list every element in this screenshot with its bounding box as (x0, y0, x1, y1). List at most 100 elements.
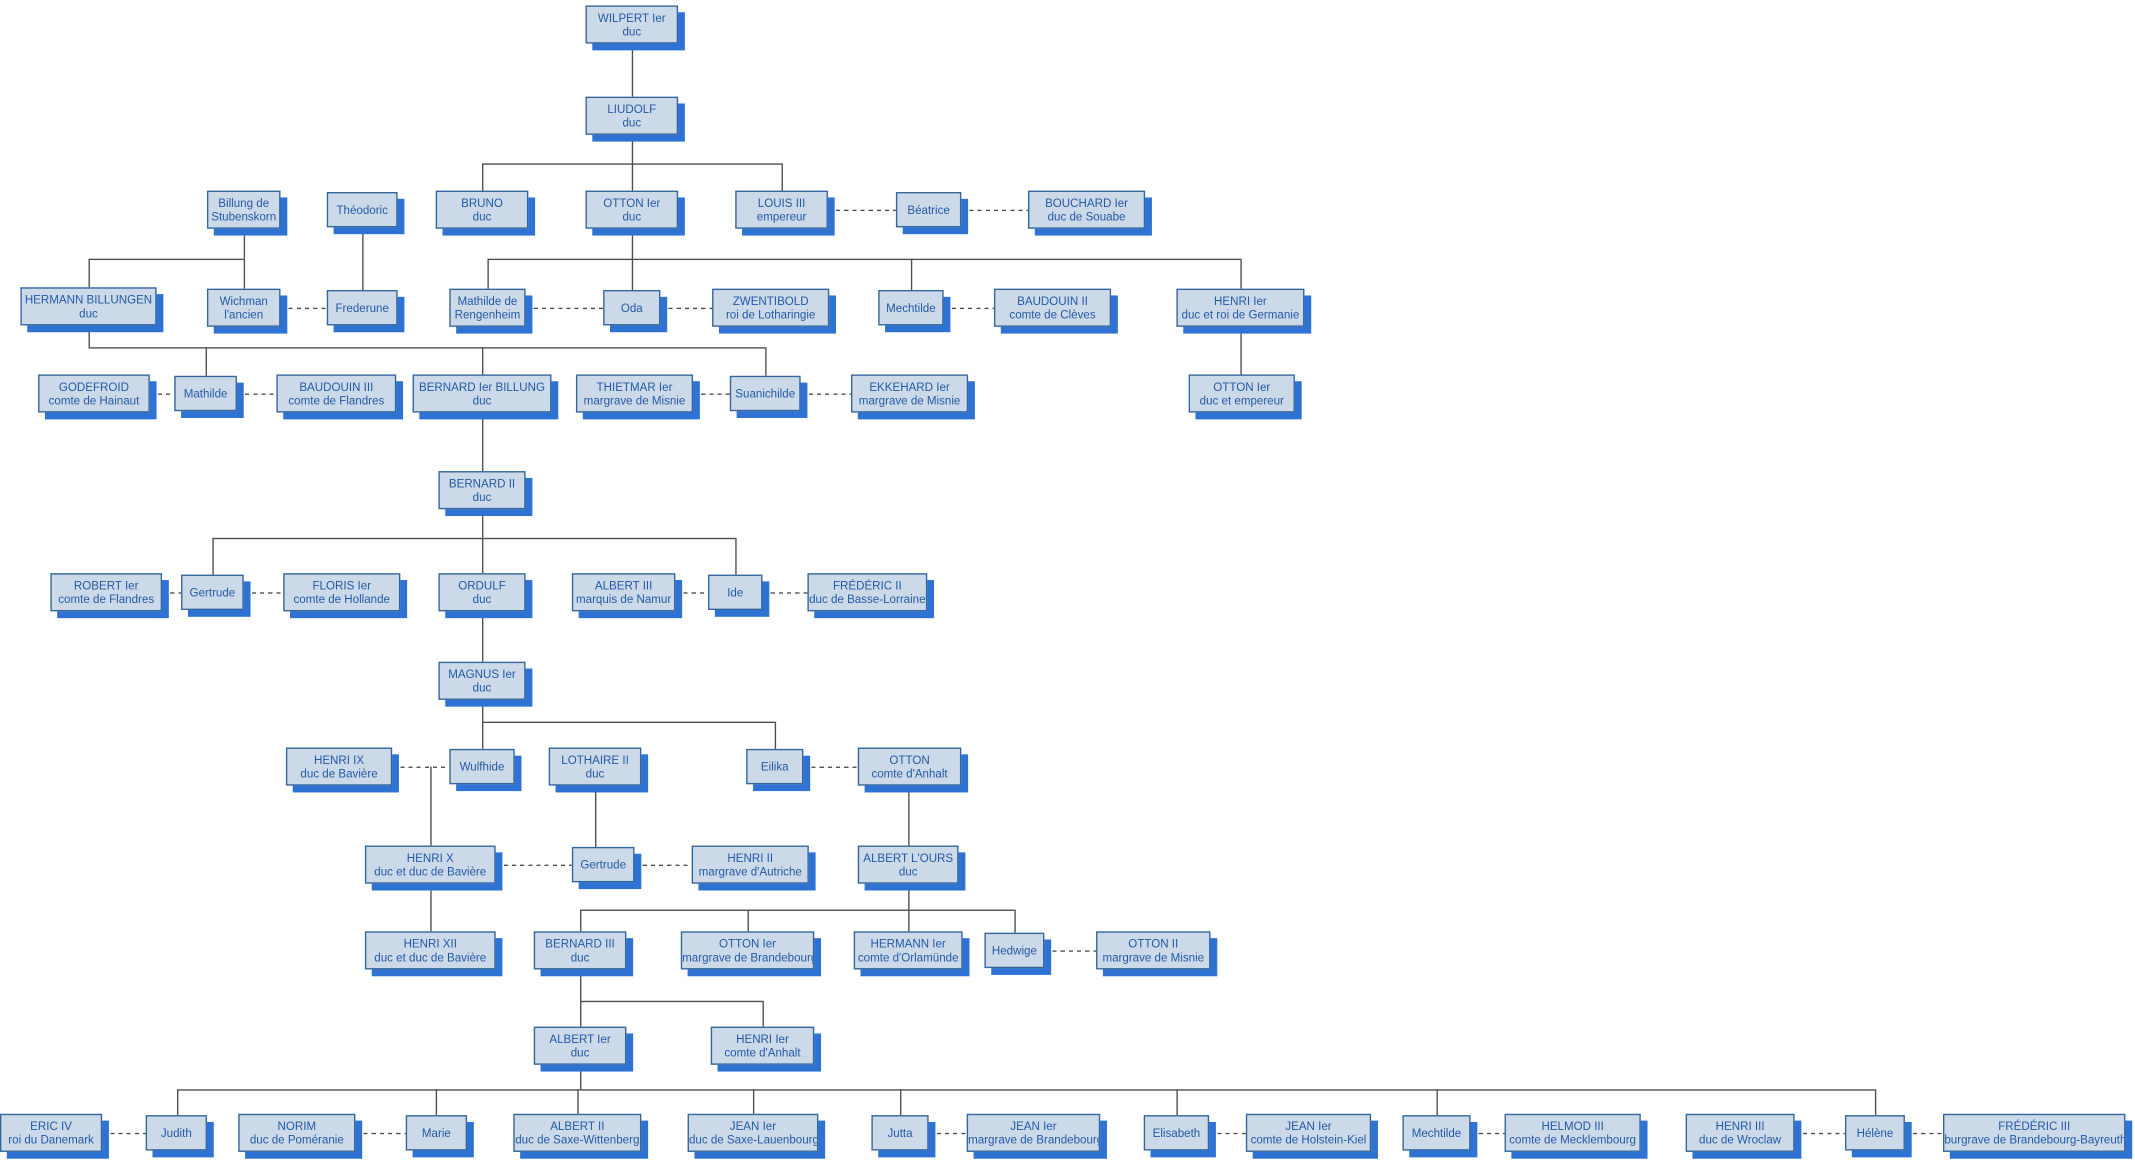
person-theodoric[interactable]: Théodoric (326, 191, 398, 228)
person-jutta[interactable]: Jutta (871, 1115, 929, 1151)
descent-line (580, 909, 1015, 911)
descent-line (482, 509, 484, 538)
person-title: duc et empereur (1199, 393, 1284, 408)
person-name: LIUDOLF (607, 102, 657, 116)
descent-line (482, 611, 484, 662)
person-title: comte de Hollande (293, 592, 391, 606)
person-title: margrave d'Autriche (698, 864, 802, 879)
person-judith[interactable]: Judith (145, 1115, 207, 1151)
person-hedwige[interactable]: Hedwige (984, 932, 1045, 969)
person-ide[interactable]: Ide (708, 574, 763, 610)
person-helene[interactable]: Hélène (1844, 1115, 1905, 1151)
person-title: burgrave de Brandebourg-Bayreuth (1944, 1132, 2126, 1147)
person-name: Suanichilde (735, 386, 796, 401)
person-beatrice[interactable]: Béatrice (895, 191, 962, 228)
person-name: OTTON II (1128, 936, 1179, 951)
person-gertrude-billung[interactable]: Gertrude (181, 574, 244, 610)
descent-line (580, 969, 582, 1001)
descent-line (243, 228, 246, 259)
person-name: FRÉDÉRIC III (1998, 1119, 2071, 1133)
person-frederune[interactable]: Frederune (326, 290, 398, 326)
person-title: duc (585, 766, 605, 781)
person-title: margrave de Brandebourg (968, 1132, 1101, 1147)
person-oda[interactable]: Oda (603, 290, 661, 326)
person-title: duc de Souabe (1047, 209, 1126, 224)
person-mechtilde-epouse-baudouin[interactable]: Mechtilde (878, 290, 944, 326)
person-name: OTTON Ier (719, 936, 777, 951)
person-wulfhide[interactable]: Wulfhide (449, 748, 515, 785)
person-elisabeth[interactable]: Elisabeth (1143, 1115, 1210, 1151)
person-suanichilde[interactable]: Suanichilde (729, 375, 801, 412)
descent-line (177, 1089, 1875, 1091)
person-name: HENRI IX (313, 752, 365, 767)
person-name: Eilika (760, 759, 789, 774)
descent-line (482, 412, 484, 472)
person-mechtilde-epouse-helmod[interactable]: Mechtilde (1402, 1115, 1471, 1151)
person-mathilde-billung[interactable]: Mathilde (174, 375, 237, 412)
person-marie[interactable]: Marie (405, 1115, 468, 1151)
marriage-line (675, 592, 709, 594)
person-name: OTTON Ier (1213, 379, 1271, 394)
person-name: Mathilde de (457, 294, 518, 308)
person-title: margrave de Misnie (1102, 950, 1205, 965)
descent-line (482, 721, 484, 749)
person-name: Elisabeth (1152, 1126, 1201, 1140)
descent-line (631, 43, 634, 97)
descent-line (212, 537, 214, 575)
person-eilika[interactable]: Eilika (746, 748, 804, 785)
person-gertrude-supplinbourg[interactable]: Gertrude (571, 846, 635, 883)
person-title: duc de Saxe-Wittenberg (515, 1132, 640, 1147)
person-title: duc (472, 490, 492, 504)
descent-line (577, 1089, 579, 1114)
person-name: Mechtilde (1411, 1126, 1462, 1140)
